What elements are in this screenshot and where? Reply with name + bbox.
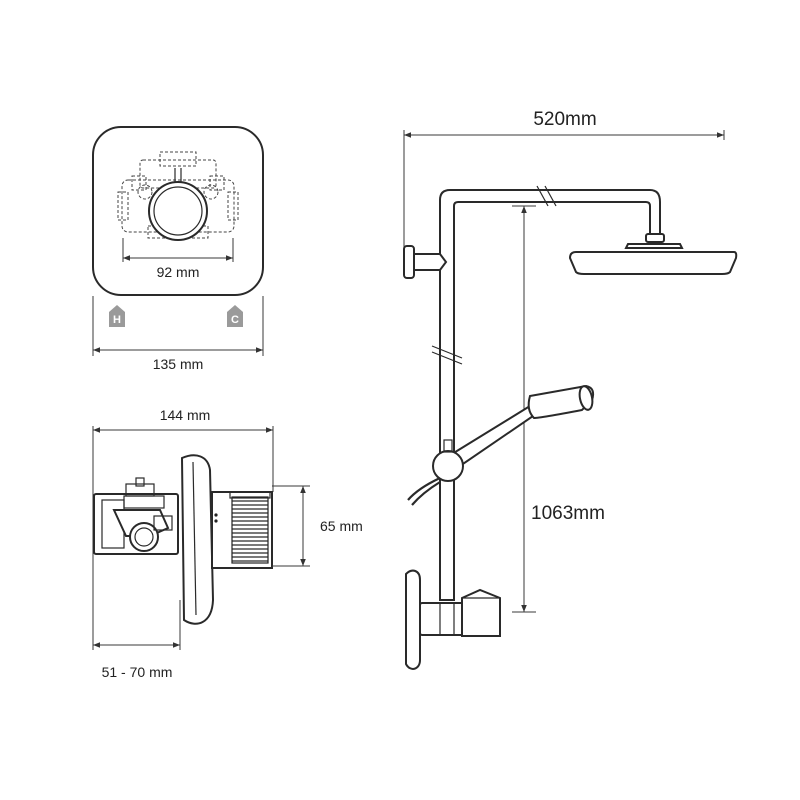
showerhead	[568, 233, 738, 275]
svg-text:H: H	[113, 314, 121, 326]
mixer-valve	[405, 569, 501, 670]
plate-width-label: 135 mm	[153, 356, 204, 372]
wall-depth-label: 51 - 70 mm	[102, 664, 173, 680]
inner-width-label: 92 mm	[157, 264, 200, 280]
cold-badge: C	[227, 305, 243, 327]
valve-front-view: 92 mm H C 135 mm	[92, 126, 264, 372]
valve-bore-outer	[148, 181, 208, 241]
riser-width-label: 520mm	[533, 109, 596, 130]
hot-badge: H	[109, 305, 125, 327]
handle-grip	[231, 496, 269, 564]
depth-label: 144 mm	[160, 407, 211, 423]
handset	[407, 384, 595, 506]
upper-wall-bracket	[403, 245, 448, 279]
slider-knob	[432, 450, 464, 482]
lower-wall-plate	[405, 569, 421, 670]
svg-text:C: C	[231, 314, 239, 326]
valve-side-view: 144 mm 65 mm 51 - 70 mm	[92, 407, 363, 680]
side-faceplate	[180, 454, 215, 625]
shower-riser-view: 520mm 1063mm	[403, 109, 738, 670]
riser-rail	[439, 189, 661, 601]
valve-body-hidden	[117, 151, 239, 239]
riser-height-label: 1063mm	[531, 503, 605, 524]
height-label: 65 mm	[320, 518, 363, 534]
valve-bore-inner	[153, 186, 203, 236]
